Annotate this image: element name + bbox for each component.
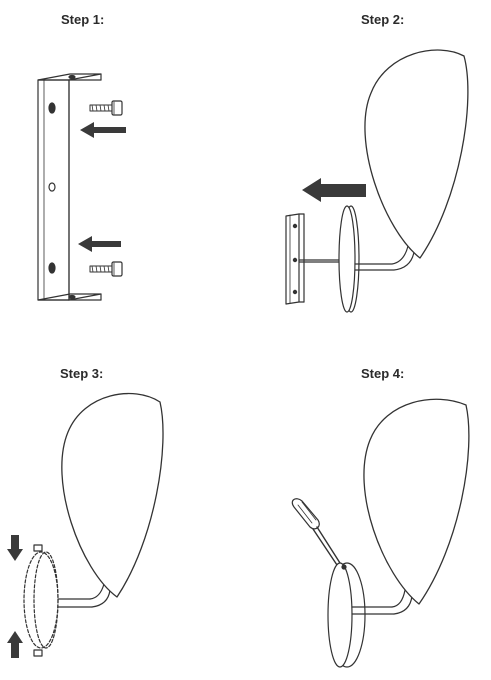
arrow-down-icon — [7, 535, 23, 561]
arrow-left-icon — [80, 122, 126, 138]
mounting-bracket-icon — [37, 73, 102, 301]
arrow-left-icon — [302, 178, 366, 202]
step-4-label: Step 4: — [361, 366, 405, 381]
step-3-illustration — [7, 392, 164, 658]
wall-lamp-icon — [23, 392, 164, 657]
step-3-label: Step 3: — [60, 366, 104, 381]
screw-icon — [89, 100, 123, 116]
step-4-illustration — [291, 398, 470, 668]
step-2-illustration — [285, 49, 469, 313]
mounting-bracket-icon — [285, 213, 305, 305]
step-2-label: Step 2: — [361, 12, 405, 27]
screwdriver-icon — [291, 498, 341, 566]
step-1-label: Step 1: — [61, 12, 105, 27]
arrow-up-icon — [7, 631, 23, 658]
screw-icon — [89, 261, 123, 277]
wall-lamp-icon — [327, 398, 470, 668]
arrow-left-icon — [78, 236, 121, 252]
step-1-illustration — [37, 73, 126, 301]
wall-lamp-icon — [338, 49, 469, 313]
